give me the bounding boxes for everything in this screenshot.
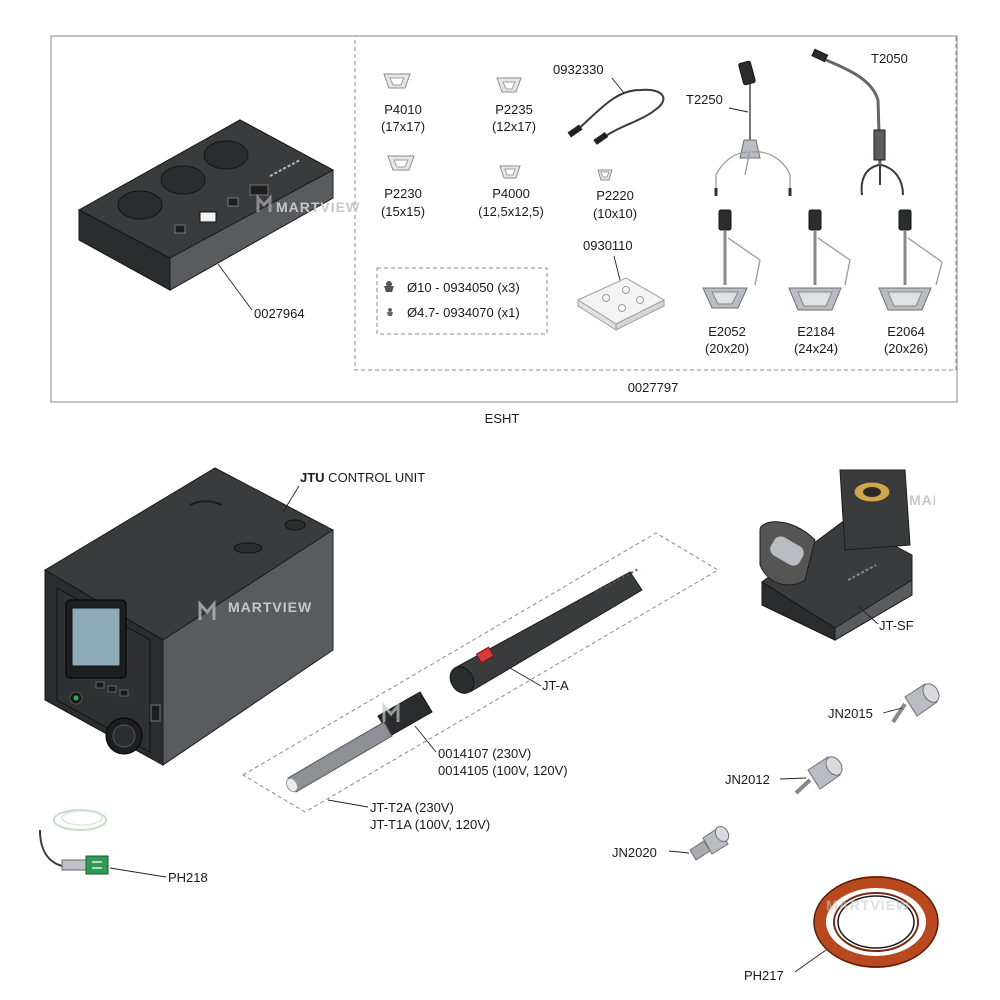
tape-image	[813, 876, 939, 968]
extractor-size: (24x24)	[794, 341, 838, 356]
leader-tape	[794, 949, 827, 973]
watermark-text: MARTVIEW	[228, 599, 312, 615]
watermark-logo-icon	[198, 600, 216, 620]
control-unit-image	[44, 467, 334, 766]
watermark-logo-icon	[382, 702, 400, 722]
nozzle-code: P4010	[384, 102, 422, 117]
leader-t2250	[728, 107, 749, 113]
label-jn2012: JN2012	[725, 772, 770, 787]
control-unit-rest: CONTROL UNIT	[325, 470, 426, 485]
nozzle-size: (12,5x12,5)	[478, 204, 544, 219]
label-handle: JT-A	[542, 678, 569, 693]
label-jn2020: JN2020	[612, 845, 657, 860]
nozzle-code: P2220	[596, 188, 634, 203]
leader-0027964	[217, 263, 253, 311]
nozzle-icon	[597, 169, 613, 181]
stand-image	[759, 469, 913, 641]
nozzle-size: (12x17)	[492, 119, 536, 134]
nozzle-icon	[499, 165, 521, 179]
esht-label: ESHT	[485, 411, 520, 426]
leader-stand	[857, 605, 879, 625]
watermark-logo-icon	[256, 193, 272, 212]
suction-cup-icon	[384, 281, 394, 292]
watermark-text: MARTVIEW	[909, 492, 993, 508]
jet-nozzle-icon	[689, 826, 730, 861]
nozzle-size: (15x15)	[381, 204, 425, 219]
control-unit-bold: JTU	[300, 470, 325, 485]
leader-jn2012	[779, 777, 807, 780]
pcb-holder-icon	[714, 60, 792, 196]
label-tool-100: JT-T1A (100V, 120V)	[370, 817, 490, 832]
suction-cup-icon	[387, 308, 393, 316]
label-tape: PH217	[744, 968, 784, 983]
heater-image	[285, 691, 433, 793]
jet-nozzle-icon	[794, 756, 843, 795]
extractor-code: E2052	[708, 324, 746, 339]
label-0027964: 0027964	[254, 306, 305, 321]
leader-thermocouple	[109, 867, 167, 878]
extractor-size: (20x20)	[705, 341, 749, 356]
nozzle-code: P4000	[492, 186, 530, 201]
extractor-icon	[788, 209, 851, 311]
nozzle-code: P2230	[384, 186, 422, 201]
nozzle-size: (10x10)	[593, 206, 637, 221]
handle-image	[449, 567, 643, 694]
nozzle-icon	[387, 155, 415, 171]
extractor-code: E2184	[797, 324, 835, 339]
preheater-unit-image	[77, 119, 335, 291]
leader-tray	[613, 255, 621, 281]
cable-icon	[567, 88, 665, 145]
accessory-set-frame	[354, 35, 957, 371]
watermark-text: MARTVIEW	[276, 199, 360, 215]
label-jn2015: JN2015	[828, 706, 873, 721]
tray-icon	[576, 277, 666, 331]
tool-group-frame	[242, 532, 719, 813]
leader-jn2020	[668, 850, 690, 854]
label-heater-230: 0014107 (230V)	[438, 746, 531, 761]
label-t2250: T2250	[686, 92, 723, 107]
label-tool-230: JT-T2A (230V)	[370, 800, 454, 815]
leader-jn2015	[882, 707, 903, 714]
suction-cup-box	[376, 267, 548, 335]
nozzle-size: (17x17)	[381, 119, 425, 134]
gooseneck-holder-icon	[811, 48, 904, 196]
extractor-icon	[878, 209, 943, 311]
label-stand: JT-SF	[879, 618, 914, 633]
leader-cable	[611, 77, 625, 94]
extractor-code: E2064	[887, 324, 925, 339]
leader-tool	[327, 799, 369, 808]
jet-nozzle-icon	[891, 683, 940, 724]
extractor-icon	[702, 209, 761, 309]
label-thermocouple: PH218	[168, 870, 208, 885]
watermark-text: MARTVIEW	[826, 897, 910, 913]
nozzle-code: P2235	[495, 102, 533, 117]
extractor-size: (20x26)	[884, 341, 928, 356]
label-t2050: T2050	[871, 51, 908, 66]
label-cable: 0932330	[553, 62, 604, 77]
label-heater-100: 0014105 (100V, 120V)	[438, 763, 568, 778]
thermocouple-image	[39, 809, 109, 875]
label-tray: 0930110	[583, 238, 633, 253]
nozzle-icon	[496, 77, 522, 93]
leader-heater	[414, 725, 437, 753]
accessory-set-label: 0027797	[628, 380, 679, 395]
leader-handle	[509, 667, 542, 687]
leader-control-unit	[282, 485, 300, 513]
suction-cup-small: Ø4.7- 0934070 (x1)	[407, 305, 520, 320]
label-control-unit: JTU CONTROL UNIT	[300, 470, 425, 485]
suction-cup-large: Ø10 - 0934050 (x3)	[407, 280, 520, 295]
nozzle-icon	[383, 73, 411, 89]
